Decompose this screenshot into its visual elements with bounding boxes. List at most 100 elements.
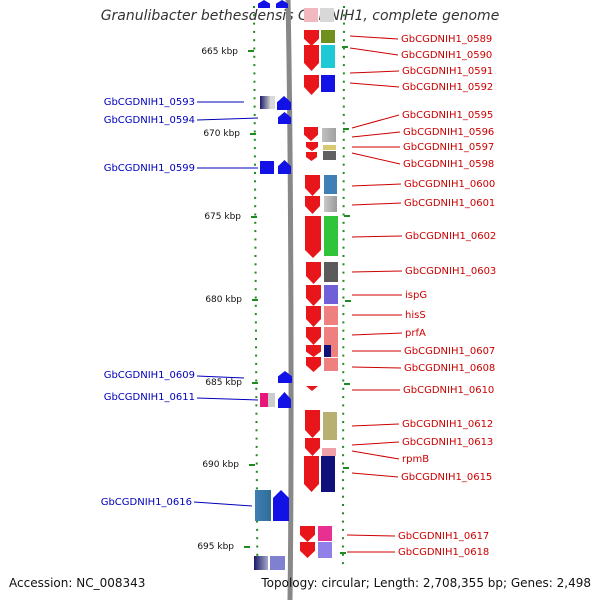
label-leader (346, 534, 396, 537)
gene-label[interactable]: GbCGDNIH1_0594 (104, 115, 195, 126)
tick-dot (342, 213, 345, 216)
tick-dot (255, 470, 258, 473)
gene-label[interactable]: GbCGDNIH1_0618 (398, 547, 489, 558)
gene-label[interactable]: GbCGDNIH1_0599 (104, 163, 195, 174)
tick-dot (256, 553, 259, 556)
major-tick (343, 128, 349, 130)
gene-label[interactable]: prfA (405, 328, 426, 339)
tick-dot (342, 421, 345, 423)
tick-dot (253, 138, 256, 141)
tick-dot (342, 263, 345, 266)
gene-color-box (323, 412, 337, 440)
tick-dot (342, 14, 345, 17)
tick-dot (342, 97, 345, 100)
tick-dot (254, 246, 257, 249)
forward-gene-arrow (305, 175, 320, 196)
tick-dot (341, 520, 344, 523)
label-leader (351, 332, 403, 336)
tick-dot (253, 80, 256, 83)
tick-dot (254, 279, 257, 282)
gene-label[interactable]: GbCGDNIH1_0595 (402, 110, 493, 121)
tick-dot (342, 479, 345, 482)
gene-color-box (324, 306, 338, 325)
gene-label[interactable]: hisS (405, 310, 426, 321)
gene-label[interactable]: GbCGDNIH1_0597 (403, 142, 494, 153)
tick-dot (255, 404, 258, 407)
tick-dot (342, 163, 345, 166)
gene-color-box (254, 556, 268, 570)
tick-dot (341, 553, 344, 556)
tick-dot (342, 404, 345, 407)
gene-color-box (323, 151, 336, 160)
gene-color-box (268, 393, 275, 407)
tick-dot (342, 105, 345, 108)
gene-label[interactable]: GbCGDNIH1_0598 (403, 159, 494, 170)
gene-label[interactable]: GbCGDNIH1_0603 (405, 266, 496, 277)
gene-color-box (331, 345, 338, 357)
gene-color-box (323, 145, 336, 150)
gene-label[interactable]: GbCGDNIH1_0616 (101, 497, 192, 508)
gene-label[interactable]: GbCGDNIH1_0590 (401, 50, 492, 61)
tick-dot (253, 47, 256, 50)
left-gene-labels: GbCGDNIH1_0593 GbCGDNIH1_0594 GbCGDNIH1_… (101, 97, 195, 508)
tick-dot (341, 562, 344, 565)
tick-dot (254, 196, 257, 199)
gene-label[interactable]: GbCGDNIH1_0602 (405, 231, 496, 242)
label-leader (196, 117, 259, 121)
gene-label[interactable]: GbCGDNIH1_0610 (403, 385, 494, 396)
tick-dot (342, 338, 345, 340)
tick-dot (255, 462, 258, 465)
accession-text: Accession: NC_008343 (9, 576, 146, 590)
tick-dot (256, 520, 259, 523)
tick-dot (253, 55, 256, 58)
tick-dot (342, 495, 345, 498)
reverse-gene-arrow (278, 160, 291, 174)
gene-label[interactable]: ispG (405, 290, 427, 301)
gene-label[interactable]: GbCGDNIH1_0617 (398, 531, 489, 542)
gene-label[interactable]: GbCGDNIH1_0593 (104, 97, 195, 108)
gene-label[interactable]: GbCGDNIH1_0612 (402, 419, 493, 430)
gene-color-box (322, 448, 336, 456)
label-leader (196, 397, 259, 401)
tick-dot (341, 545, 344, 548)
reverse-gene-arrow (276, 0, 288, 8)
tick-dot (342, 288, 345, 291)
gene-label[interactable]: GbCGDNIH1_0592 (402, 82, 493, 93)
tick-dot (342, 429, 345, 432)
gene-color-box (321, 75, 335, 92)
gene-label[interactable]: GbCGDNIH1_0607 (404, 346, 495, 357)
tick-dot (342, 47, 345, 50)
gene-label[interactable]: GbCGDNIH1_0596 (403, 127, 494, 138)
gene-color-box (255, 490, 271, 521)
tick-dot (256, 537, 259, 540)
gene-label[interactable]: GbCGDNIH1_0601 (404, 198, 495, 209)
scale-label: 680 kbp (205, 295, 242, 305)
gene-label[interactable]: GbCGDNIH1_0609 (104, 370, 195, 381)
gene-label[interactable]: GbCGDNIH1_0589 (401, 34, 492, 45)
label-leader (349, 82, 400, 88)
gene-label[interactable]: GbCGDNIH1_0615 (401, 472, 492, 483)
tick-dot (255, 362, 258, 365)
tick-dot (342, 362, 345, 365)
gene-label[interactable]: GbCGDNIH1_0591 (402, 66, 493, 77)
tick-dot (341, 537, 344, 540)
tick-dot (342, 238, 345, 241)
label-leader (193, 501, 253, 507)
gene-color-box (324, 345, 331, 357)
gene-label[interactable]: GbCGDNIH1_0613 (402, 437, 493, 448)
gene-features (254, 0, 338, 570)
gene-color-box (270, 556, 285, 570)
tick-dot (342, 354, 345, 357)
label-leader (351, 131, 401, 138)
tick-dot (342, 230, 345, 233)
tick-dot (342, 221, 345, 224)
gene-label[interactable]: GbCGDNIH1_0608 (404, 363, 495, 374)
label-leader (196, 375, 245, 379)
gene-label[interactable]: GbCGDNIH1_0600 (404, 179, 495, 190)
gene-color-box (324, 175, 337, 194)
gene-label[interactable]: GbCGDNIH1_0611 (104, 392, 195, 403)
major-tick (344, 383, 350, 385)
tick-dot (255, 445, 258, 448)
gene-label[interactable]: rpmB (402, 454, 429, 465)
